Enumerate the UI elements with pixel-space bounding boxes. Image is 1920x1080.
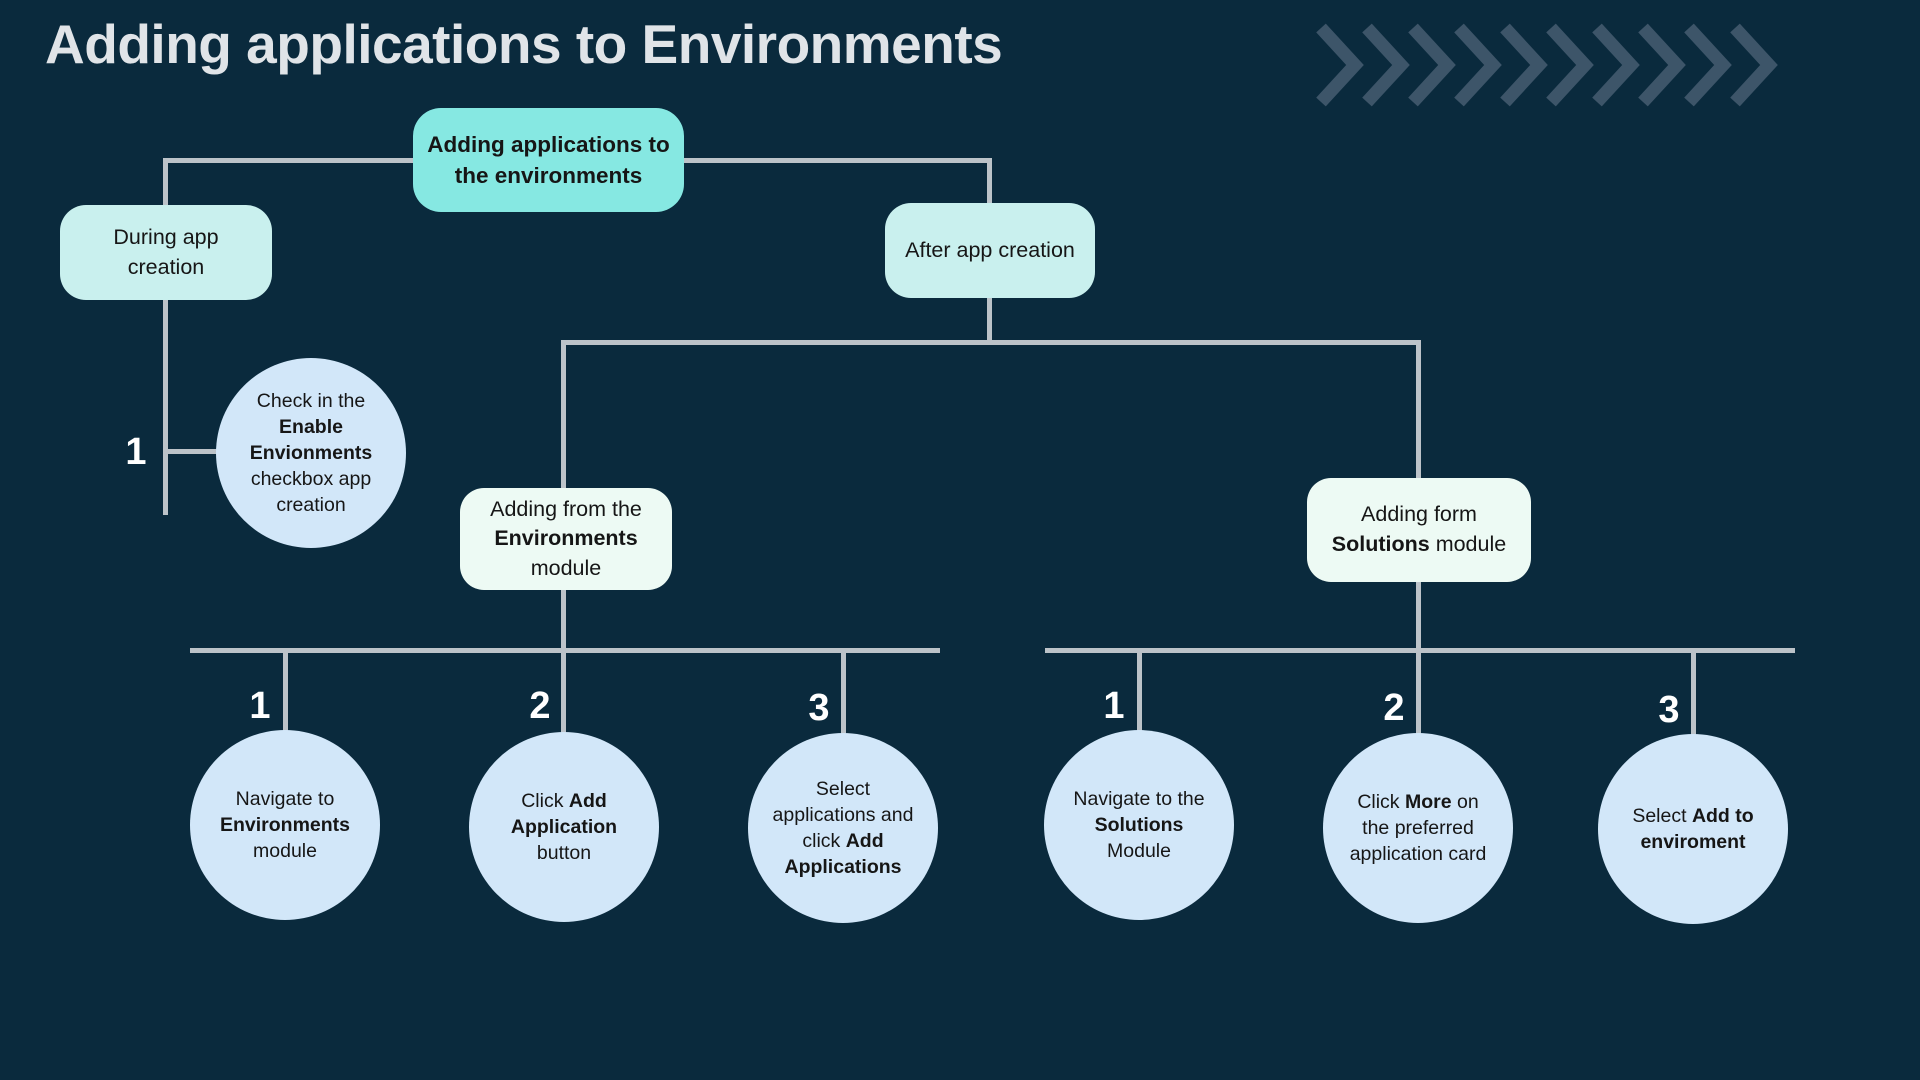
chevron-right-icon xyxy=(1730,23,1778,107)
chevron-right-icon xyxy=(1592,23,1640,107)
chevron-right-icon xyxy=(1500,23,1548,107)
connector-line xyxy=(987,296,992,344)
chevron-right-icon xyxy=(1316,23,1778,107)
chevron-right-icon xyxy=(1638,23,1686,107)
page-title: Adding applications to Environments xyxy=(45,13,1003,75)
step-number: 2 xyxy=(1383,687,1405,729)
step-number: 3 xyxy=(1658,689,1680,731)
chevron-right-icon xyxy=(1546,23,1594,107)
connector-line xyxy=(561,340,566,490)
connector-line xyxy=(1691,648,1696,737)
connector-line xyxy=(1137,648,1142,733)
step-number: 2 xyxy=(529,685,551,727)
connector-line xyxy=(1416,340,1421,480)
step-number: 3 xyxy=(808,687,830,729)
connector-line xyxy=(561,588,566,650)
connector-line xyxy=(841,648,846,736)
chevron-strip xyxy=(1315,22,1785,108)
after-app-creation-node: After app creation xyxy=(885,203,1095,298)
step-number: 1 xyxy=(249,685,271,727)
chevron-right-icon xyxy=(1684,23,1732,107)
connector-line xyxy=(1416,578,1421,650)
connector-line xyxy=(163,298,168,515)
step-number: 1 xyxy=(125,431,147,473)
connector-line xyxy=(561,648,566,735)
connector-line xyxy=(561,340,1421,345)
chevron-right-icon xyxy=(1362,23,1410,107)
connector-line xyxy=(987,158,992,205)
chevron-right-icon xyxy=(1454,23,1502,107)
chevron-right-icon xyxy=(1408,23,1456,107)
chevron-right-icon xyxy=(1316,23,1364,107)
connector-line xyxy=(283,648,288,733)
connector-line xyxy=(163,158,168,207)
step-number: 1 xyxy=(1103,685,1125,727)
connector-line xyxy=(163,449,218,454)
connector-line xyxy=(1416,648,1421,736)
